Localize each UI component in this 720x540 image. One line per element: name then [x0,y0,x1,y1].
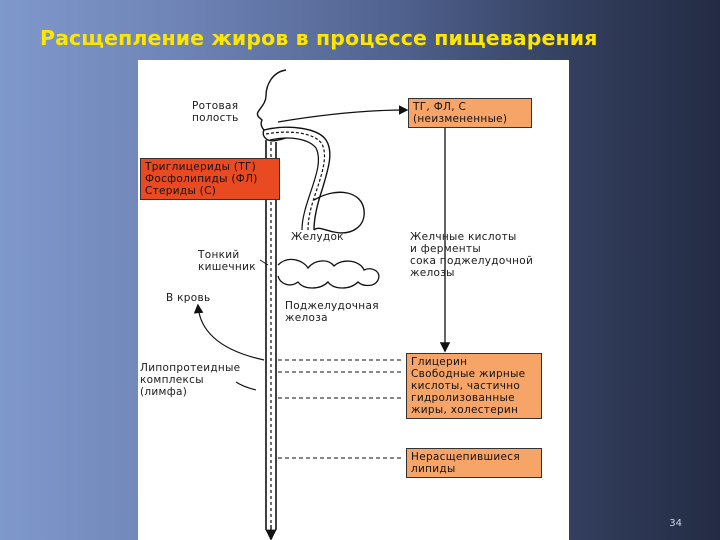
products-line: гидролизованные [411,392,515,404]
products-line: Свободные жирные [411,368,526,380]
label-bile-acids: Желчные кислоты и ферменты сока поджелуд… [410,231,534,279]
products-line: Глицерин [411,356,468,368]
head-profile [256,69,287,142]
digestive-tract-drawing [193,69,451,540]
products-line: кислоты, частично [411,380,521,392]
undigested-line: Нерасщепившиеся [411,451,520,463]
undigested-lipids-box: Нерасщепившиеся липиды [406,448,542,478]
digestion-products-box: Глицерин Свободные жирные кислоты, части… [406,353,542,419]
label-pancreas: Поджелудочная желоза [285,300,379,324]
unchanged-lipids-box: ТГ, ФЛ, С (неизмененные) [408,98,532,128]
products-line: жиры, холестерин [411,404,519,416]
page-number: 34 [669,518,682,529]
unchanged-line: (неизмененные) [413,113,508,125]
input-line: Триглицериды (ТГ) [145,161,257,173]
arrow-to-blood [193,303,265,361]
label-mouth: Ротовая полость [192,100,239,124]
input-line: Стериды (С) [145,185,217,197]
esophagus [263,126,331,231]
intestine-loops [277,258,380,289]
slide-title: Расщепление жиров в процессе пищеварения [40,26,598,50]
arrow-to-unchanged [277,105,409,123]
label-stomach: Желудок [291,231,344,243]
undigested-line: липиды [411,463,456,475]
stomach-outline [313,191,365,234]
input-lipids-box: Триглицериды (ТГ) Фосфолипиды (ФЛ) Стери… [140,158,280,200]
diagram-panel: Ротовая полость Желудок Тонкий кишечник … [138,60,569,540]
unchanged-line: ТГ, ФЛ, С [413,101,467,113]
label-to-blood: В кровь [166,292,211,304]
label-lipoproteins: Липопротеидные комплексы (лимфа) [140,362,241,398]
label-small-intestine: Тонкий кишечник [198,249,256,273]
input-line: Фосфолипиды (ФЛ) [145,173,258,185]
